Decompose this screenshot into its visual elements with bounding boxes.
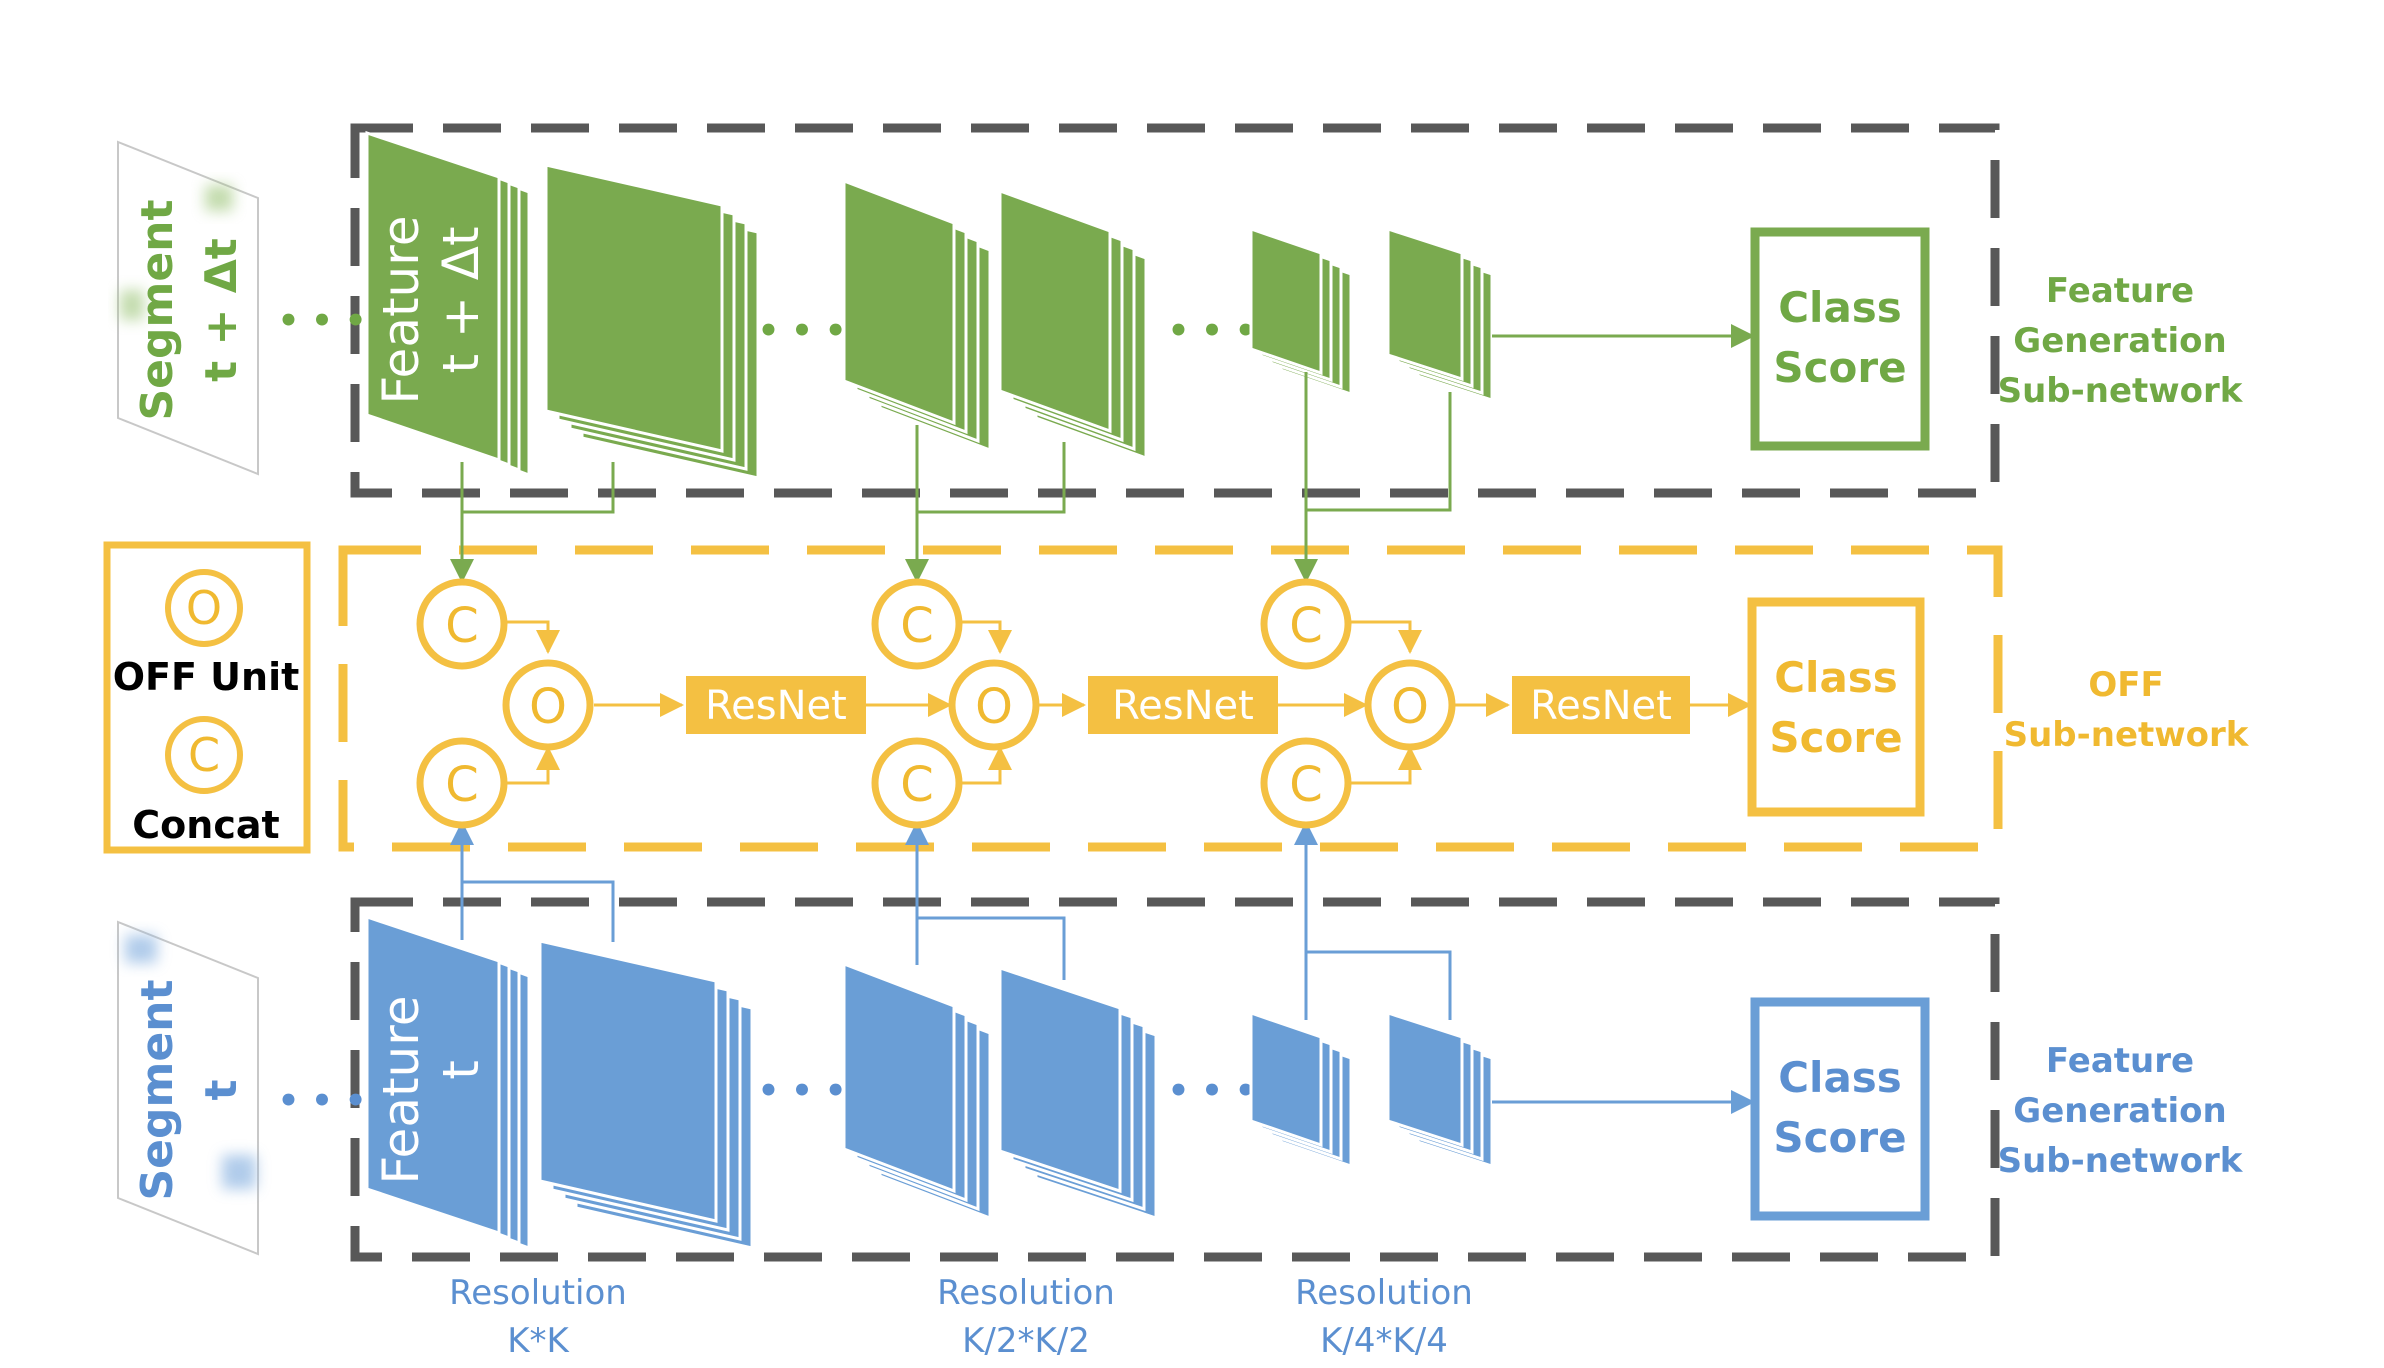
bottom-feature-label: Feature <box>372 996 430 1185</box>
concat-unit: C <box>1260 578 1352 670</box>
concat-symbol: C <box>900 598 934 654</box>
resolution-1-line1: Resolution <box>449 1273 627 1313</box>
ellipsis-bottom-1: • • • <box>278 1081 367 1121</box>
legend-concat-circle <box>165 716 243 794</box>
bottom-subnetwork-line2: Generation <box>2013 1091 2226 1131</box>
resnet-block: ResNet <box>1512 676 1690 734</box>
resnet-block: ResNet <box>1088 676 1278 734</box>
segment-top-image: Segment t + Δt <box>117 140 259 476</box>
legend-off-circle <box>165 569 243 647</box>
bottom-subnetwork-label: Feature Generation Sub-network <box>1998 1041 2244 1181</box>
resnet-label: ResNet <box>1530 683 1672 729</box>
top-subnetwork-label: Feature Generation Sub-network <box>1998 271 2244 411</box>
bottom-subnetwork-frame <box>350 897 2000 1262</box>
top-feature-stack-5 <box>1249 226 1353 397</box>
ellipsis-top-2: • • • <box>758 311 847 351</box>
top-feature-stack-1 <box>365 130 531 478</box>
resnet-block: ResNet <box>686 676 866 734</box>
bottom-subnetwork-line3: Sub-network <box>1998 1141 2244 1181</box>
segment-bottom-time: t <box>196 1079 247 1100</box>
bottom-class-score-line2: Score <box>1773 1113 1906 1162</box>
segment-top-label: Segment <box>132 199 183 420</box>
off-unit: O <box>502 659 594 751</box>
concat-symbol: C <box>445 757 479 813</box>
top-feature-stack-6 <box>1386 226 1494 403</box>
top-class-score-line2: Score <box>1773 343 1906 392</box>
top-subnetwork-frame <box>350 123 2000 498</box>
resolution-1-line2: K*K <box>507 1321 570 1361</box>
concat-unit: C <box>1260 737 1352 829</box>
resolution-label-3: Resolution K/4*K/4 <box>1295 1273 1473 1361</box>
off-subnetwork-frame <box>338 545 2003 852</box>
top-feature-time: t + Δt <box>432 226 490 373</box>
resolution-label-1: Resolution K*K <box>449 1273 627 1361</box>
bottom-feature-stack-5 <box>1249 1010 1353 1169</box>
legend-off-symbol: O <box>186 581 222 635</box>
concat-symbol: C <box>900 757 934 813</box>
top-class-score-box <box>1750 227 1930 451</box>
top-subnetwork-line3: Sub-network <box>1998 371 2244 411</box>
segment-top-time: t + Δt <box>196 238 247 382</box>
off-unit: O <box>1364 659 1456 751</box>
top-subnetwork-line1: Feature <box>2046 271 2194 311</box>
off-subnetwork-line1: OFF <box>2088 665 2163 705</box>
off-symbol: O <box>975 679 1013 735</box>
concat-to-off-arrows <box>498 620 1422 785</box>
bottom-feature-stack-4 <box>998 965 1158 1221</box>
bottom-feature-stack-2 <box>538 939 754 1250</box>
off-unit: O <box>948 659 1040 751</box>
legend-concat-label: Concat <box>132 803 279 847</box>
ellipsis-top-3: • • • <box>1168 311 1257 351</box>
resnet-label: ResNet <box>1112 683 1254 729</box>
top-class-score-line1: Class <box>1778 283 1902 332</box>
bottom-feature-time: t <box>432 1060 490 1080</box>
top-subnetwork-line2: Generation <box>2013 321 2226 361</box>
top-feature-stack-3 <box>842 178 992 453</box>
legend-box: O OFF Unit C Concat <box>103 541 311 854</box>
concat-symbol: C <box>445 598 479 654</box>
ellipsis-bottom-2: • • • <box>758 1071 847 1111</box>
resnet-label: ResNet <box>705 683 847 729</box>
top-feature-label: Feature <box>372 216 430 405</box>
ellipsis-bottom-3: • • • <box>1168 1071 1257 1111</box>
ellipsis-top-1: • • • <box>278 301 367 341</box>
concat-symbol: C <box>1289 757 1323 813</box>
bottom-feature-stack-1 <box>365 914 531 1251</box>
off-class-score-line2: Score <box>1769 713 1902 762</box>
top-feature-stack-4 <box>998 188 1148 461</box>
resolution-3-line1: Resolution <box>1295 1273 1473 1313</box>
concat-symbol: C <box>1289 598 1323 654</box>
segment-bottom-label: Segment <box>132 979 183 1200</box>
resolution-3-line2: K/4*K/4 <box>1320 1321 1448 1361</box>
legend-off-label: OFF Unit <box>113 655 300 699</box>
bottom-subnetwork-line1: Feature <box>2046 1041 2194 1081</box>
bottom-feature-stack-3 <box>842 961 992 1221</box>
off-subnetwork-label: OFF Sub-network <box>2004 665 2250 755</box>
top-feature-stack-2 <box>544 163 760 480</box>
resolution-2-line2: K/2*K/2 <box>962 1321 1090 1361</box>
concat-unit: C <box>416 578 508 670</box>
segment-bottom-image: Segment t <box>117 920 259 1256</box>
off-class-score-box <box>1747 597 1925 817</box>
concat-unit: C <box>871 578 963 670</box>
concat-unit: C <box>416 737 508 829</box>
legend-concat-symbol: C <box>188 728 220 782</box>
bottom-class-score-line1: Class <box>1778 1053 1902 1102</box>
off-symbol: O <box>1391 679 1429 735</box>
bottom-feature-stack-6 <box>1386 1010 1494 1169</box>
off-subnetwork-line2: Sub-network <box>2004 715 2250 755</box>
resolution-2-line1: Resolution <box>937 1273 1115 1313</box>
top-connectors <box>460 372 1452 514</box>
off-symbol: O <box>529 679 567 735</box>
off-class-score-line1: Class <box>1774 653 1898 702</box>
concat-unit: C <box>871 737 963 829</box>
bottom-class-score-box <box>1750 997 1930 1221</box>
resolution-label-2: Resolution K/2*K/2 <box>937 1273 1115 1361</box>
